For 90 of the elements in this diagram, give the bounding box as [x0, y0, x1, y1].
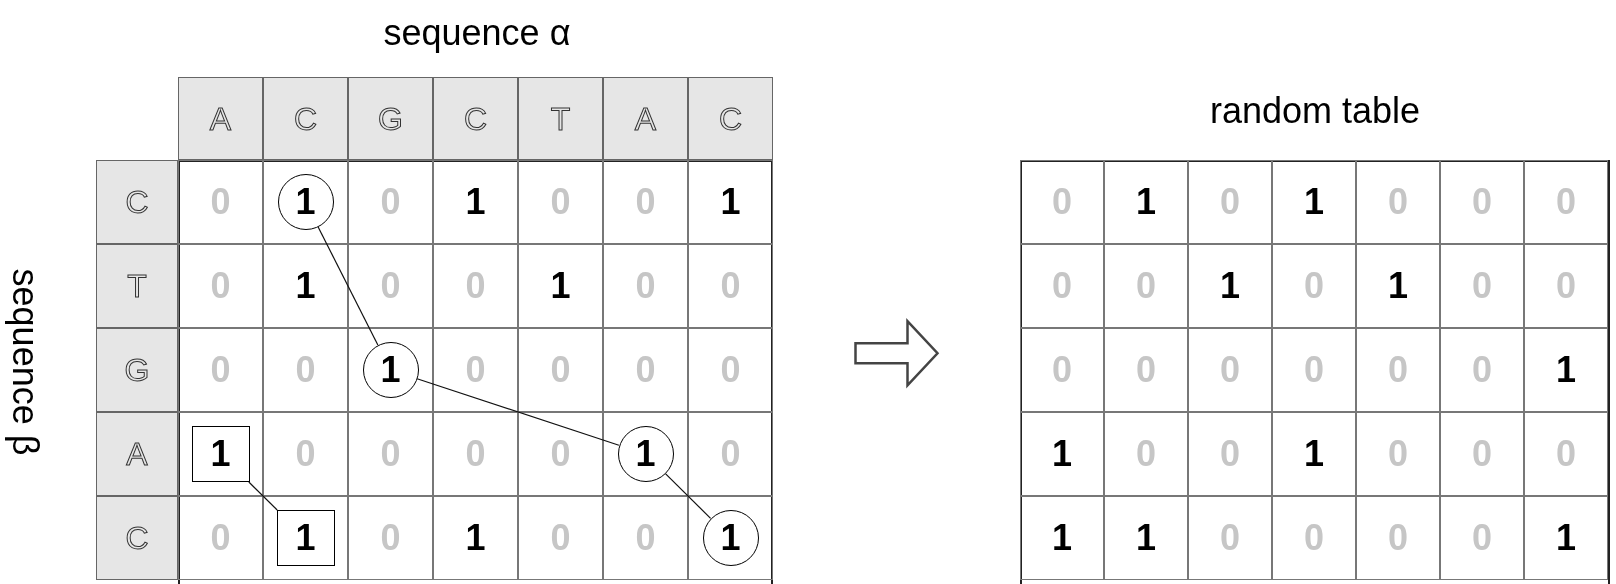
table-cell: 0	[1020, 328, 1104, 412]
column-header-cell: A	[178, 77, 263, 160]
row-header-cell: A	[96, 412, 178, 496]
matrix-cell: 0	[433, 328, 518, 412]
table-cell: 1	[1020, 412, 1104, 496]
table-cell: 0	[1356, 412, 1440, 496]
table-cell: 0	[1356, 160, 1440, 244]
row-header-cell: C	[96, 160, 178, 244]
boxed-match: 1	[191, 426, 250, 482]
table-cell: 0	[1524, 244, 1608, 328]
axis-title: sequence α	[382, 11, 572, 55]
column-header-cell: C	[263, 77, 348, 160]
matrix-cell: 0	[348, 244, 433, 328]
table-cell: 0	[1104, 412, 1188, 496]
matrix-cell: 0	[178, 328, 263, 412]
matrix-cell: 0	[603, 160, 688, 244]
matrix-cell: 1	[688, 160, 773, 244]
table-title: random table	[1208, 89, 1422, 133]
match-matrix	[96, 77, 773, 584]
matrix-cell: 0	[348, 412, 433, 496]
table-cell: 0	[1272, 496, 1356, 580]
table-cell: 1	[1272, 412, 1356, 496]
matrix-cell: 0	[263, 412, 348, 496]
matrix-cell: 0	[433, 412, 518, 496]
boxed-match: 1	[276, 510, 335, 566]
matrix-cell: 0	[688, 328, 773, 412]
connector-line	[248, 481, 278, 511]
matrix-cell: 0	[178, 496, 263, 580]
circled-match: 1	[277, 174, 334, 230]
matrix-cell: 1	[518, 244, 603, 328]
matrix-cell: 1	[433, 160, 518, 244]
matrix-cell: 1	[263, 244, 348, 328]
hollow-arrow	[854, 318, 940, 389]
circled-match: 1	[362, 342, 419, 398]
table-cell: 1	[1524, 496, 1608, 580]
connector-line	[664, 473, 712, 519]
matrix-cell: 0	[348, 496, 433, 580]
table-cell: 1	[1356, 244, 1440, 328]
matrix-cell: 0	[178, 244, 263, 328]
table-cell: 1	[1188, 244, 1272, 328]
matrix-cell: 0	[603, 496, 688, 580]
table-cell: 0	[1440, 160, 1524, 244]
table-cell: 0	[1104, 328, 1188, 412]
circled-match: 1	[702, 510, 759, 566]
matrix-cell: 0	[688, 412, 773, 496]
column-header-cell: C	[433, 77, 518, 160]
row-header-cell: C	[96, 496, 178, 580]
column-header-cell: G	[348, 77, 433, 160]
table-cell: 0	[1356, 328, 1440, 412]
matrix-cell: 0	[178, 160, 263, 244]
table-cell: 0	[1356, 496, 1440, 580]
matrix-cell: 0	[518, 496, 603, 580]
table-cell: 1	[1020, 496, 1104, 580]
table-cell: 0	[1188, 496, 1272, 580]
circled-match: 1	[617, 426, 674, 482]
table-cell: 0	[1440, 244, 1524, 328]
table-cell: 0	[1020, 244, 1104, 328]
table-cell: 0	[1188, 328, 1272, 412]
table-cell: 0	[1188, 412, 1272, 496]
matrix-cell: 0	[518, 160, 603, 244]
connector-line	[416, 378, 620, 446]
column-header-cell: A	[603, 77, 688, 160]
matrix-cell: 0	[348, 160, 433, 244]
row-header-cell: T	[96, 244, 178, 328]
row-header-cell: G	[96, 328, 178, 412]
matrix-cell: 0	[603, 328, 688, 412]
matrix-cell: 0	[688, 244, 773, 328]
table-cell: 0	[1188, 160, 1272, 244]
table-cell: 0	[1524, 412, 1608, 496]
column-header-cell: T	[518, 77, 603, 160]
table-cell: 1	[1524, 328, 1608, 412]
matrix-cell: 0	[603, 244, 688, 328]
table-cell: 0	[1524, 160, 1608, 244]
table-cell: 0	[1440, 496, 1524, 580]
table-cell: 1	[1272, 160, 1356, 244]
matrix-cell: 1	[433, 496, 518, 580]
table-cell: 0	[1272, 328, 1356, 412]
table-cell: 1	[1104, 496, 1188, 580]
table-cell: 1	[1104, 160, 1188, 244]
table-cell: 0	[1440, 328, 1524, 412]
connector-line	[317, 226, 379, 346]
table-cell: 0	[1020, 160, 1104, 244]
matrix-cell: 0	[518, 328, 603, 412]
table-cell: 0	[1104, 244, 1188, 328]
table-cell: 0	[1440, 412, 1524, 496]
matrix-cell: 0	[518, 412, 603, 496]
matrix-cell: 0	[263, 328, 348, 412]
column-header-cell: C	[688, 77, 773, 160]
table-cell: 0	[1272, 244, 1356, 328]
matrix-cell: 0	[433, 244, 518, 328]
